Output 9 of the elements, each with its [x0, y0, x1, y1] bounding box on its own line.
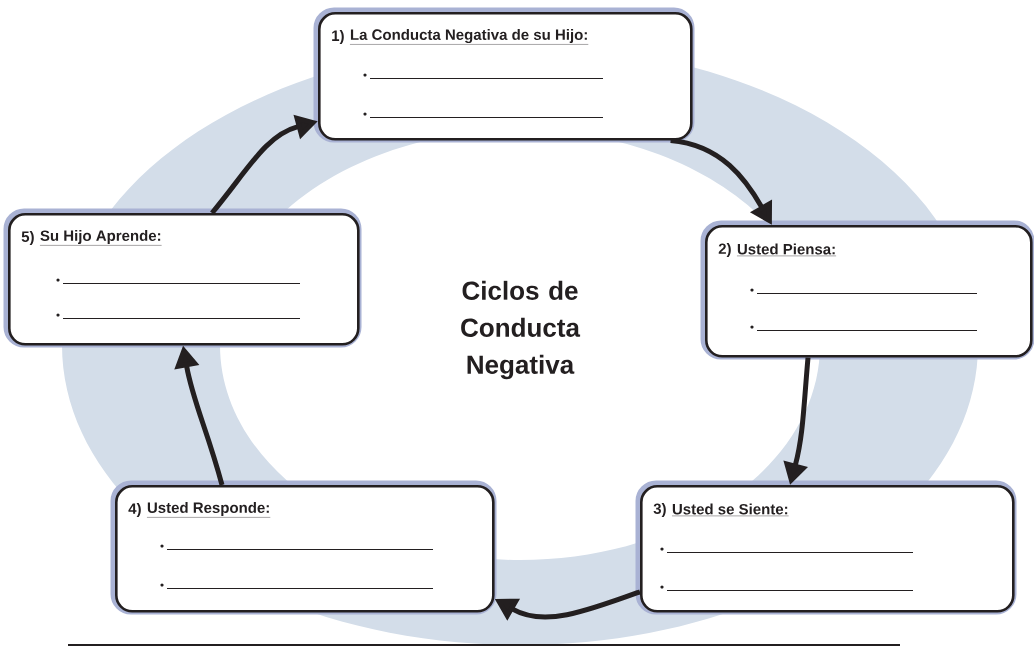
diagram-title: Ciclos de Conducta Negativa [461, 280, 581, 380]
step-number: 4) [128, 503, 141, 517]
step-title: Usted se Siente: [671, 503, 789, 517]
step-title: La Conducta Negativa de su Hijo: [349, 28, 589, 45]
step-number: 3) [653, 503, 666, 517]
step-number: 1) [332, 30, 344, 44]
step-number: 5) [21, 231, 34, 245]
step-title: Usted Responde: [146, 502, 271, 518]
step-title: Su Hijo Aprende: [39, 230, 162, 246]
